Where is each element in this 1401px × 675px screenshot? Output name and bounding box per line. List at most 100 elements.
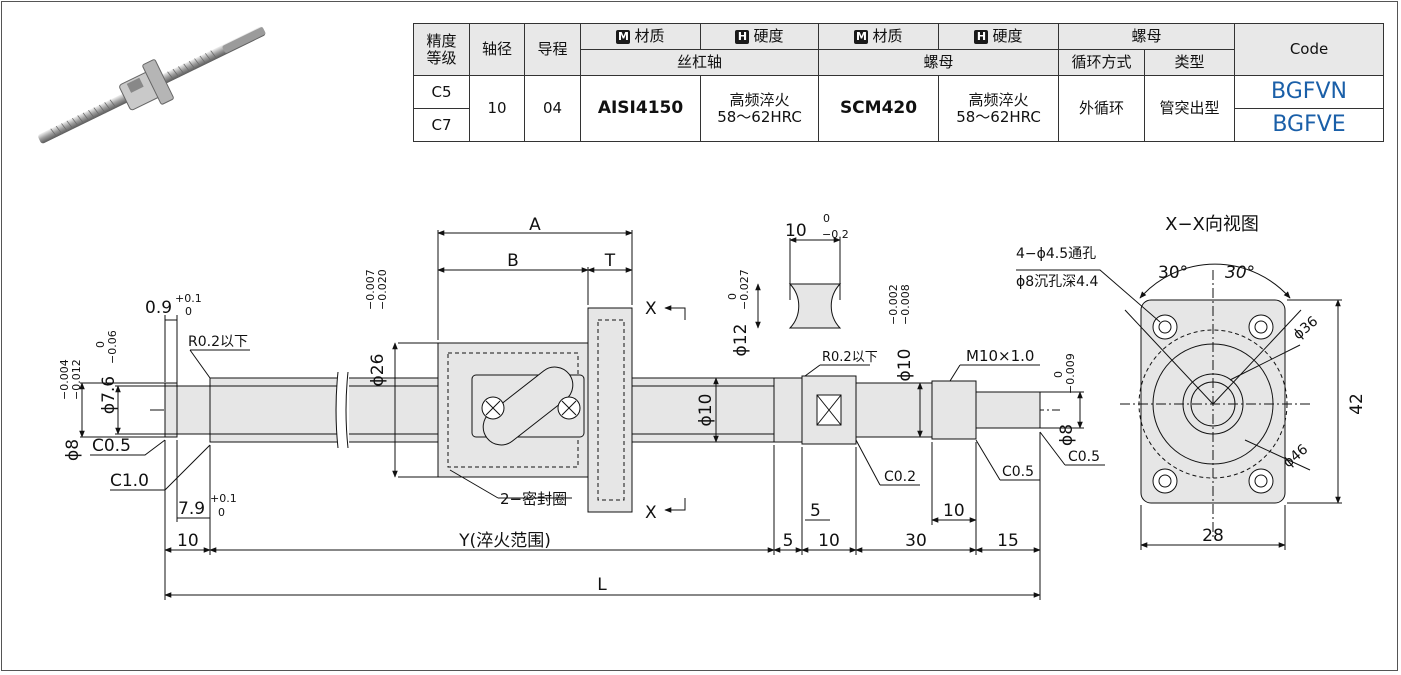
ball-screw-photo <box>38 26 266 144</box>
code-link-bgfve[interactable]: BGFVE <box>1234 108 1385 142</box>
cell-nut-material: SCM420 <box>818 75 939 142</box>
journal-30 <box>855 382 933 438</box>
label-b: B <box>507 251 519 271</box>
leader-c10 <box>110 444 211 491</box>
bolt-hole-inner <box>1254 474 1268 488</box>
label-r02b: R0.2以下 <box>822 350 878 365</box>
leader-c05 <box>90 439 166 456</box>
header-hardness-label: 硬度 <box>992 27 1023 46</box>
label-d26-tol-top: −0.007 <box>364 269 377 310</box>
header-type: 类型 <box>1143 49 1236 76</box>
cell-type: 管突出型 <box>1143 75 1236 142</box>
angle-line <box>1212 309 1302 405</box>
angle-line <box>1124 309 1214 405</box>
label-holes-1: 4−ϕ4.5通孔 <box>1016 246 1096 262</box>
header-circulation: 循环方式 <box>1058 49 1145 76</box>
header-shaft-dia: 轴径 <box>469 23 525 76</box>
cell-shaft-material: AISI4150 <box>580 75 701 142</box>
cell-c5: C5 <box>413 75 470 109</box>
header-nut: 螺母 <box>1057 23 1236 50</box>
shaft-hardness-line2: 58～62HRC <box>717 107 802 126</box>
header-hardness-label: 硬度 <box>753 27 784 46</box>
flat-cross <box>816 394 842 426</box>
header-screw-shaft: 丝杠轴 <box>580 49 819 76</box>
shaft-hardness-line1: 高频淬火 <box>729 90 790 109</box>
label-m10: M10×1.0 <box>966 347 1034 365</box>
cell-dia: 10 <box>469 75 525 142</box>
leader-c02 <box>855 439 920 486</box>
leader-r02 <box>189 349 250 379</box>
label-09: 0.9 <box>145 298 172 318</box>
label-5: 5 <box>783 531 794 551</box>
label-d10-tol-bot: −0.008 <box>899 284 912 325</box>
leader-c05b <box>975 439 1040 481</box>
leader-m10 <box>949 364 1040 382</box>
label-10b: 10 <box>818 531 840 551</box>
nut-flange <box>587 307 633 513</box>
header-nut-group: 螺母 <box>818 49 1059 76</box>
label-c05: C0.5 <box>92 436 131 456</box>
nut-hidden-line <box>447 352 579 468</box>
label-a: A <box>529 215 541 235</box>
label-c10: C1.0 <box>110 471 149 491</box>
header-material-label: 材质 <box>634 27 665 46</box>
label-d26-tol-bot: −0.020 <box>376 269 389 310</box>
label-30deg-right: 30° <box>1225 263 1255 283</box>
nut-hardness-line1: 高频淬火 <box>968 90 1029 109</box>
bolt-hole-inner <box>1254 320 1268 334</box>
label-42: 42 <box>1347 393 1367 415</box>
flat-section <box>788 283 842 329</box>
label-79-tol-bot: 0 <box>218 506 225 519</box>
label-c05c: C0.5 <box>1068 449 1100 465</box>
bolt-hole-inner <box>1158 320 1172 334</box>
technical-drawing: A B T X X ϕ26 −0.007 −0.020 0.9 +0.1 0 R… <box>58 212 1367 600</box>
m-badge-icon: M <box>854 30 869 45</box>
code-link-bgfvn[interactable]: BGFVN <box>1234 75 1385 109</box>
label-d76: ϕ7.6 <box>99 376 119 414</box>
label-15: 15 <box>997 531 1019 551</box>
label-c05b: C0.5 <box>1002 464 1034 480</box>
label-x-bottom: X <box>645 503 657 523</box>
label-r02: R0.2以下 <box>188 334 248 350</box>
header-lead: 导程 <box>524 23 581 76</box>
label-d76-tol-bot: −0.06 <box>106 330 119 364</box>
label-holes-2: ϕ8沉孔深4.4 <box>1016 274 1098 290</box>
label-d8-tol-top: −0.004 <box>58 359 71 400</box>
label-30deg-left: 30° <box>1158 263 1188 283</box>
label-d8r-tol-top: 0 <box>1052 371 1065 378</box>
header-code: Code <box>1234 23 1385 76</box>
flange-hidden-line <box>597 319 625 501</box>
label-09-tol-top: +0.1 <box>175 292 202 305</box>
nut-hardness-line2: 58～62HRC <box>956 107 1041 126</box>
leader-holes <box>1016 269 1161 323</box>
leader-r02b <box>804 364 870 377</box>
label-d12-tol-bot: −0.027 <box>738 269 751 310</box>
angle-arc <box>1139 263 1291 299</box>
label-d36: ϕ36 <box>1290 313 1321 343</box>
label-flat: 10 <box>785 221 807 241</box>
header-material-label: 材质 <box>872 27 903 46</box>
label-t: T <box>604 251 616 271</box>
label-d10-blue: ϕ10 <box>696 394 716 427</box>
leader-c05c <box>1039 431 1105 466</box>
label-d8r: ϕ8 <box>1057 424 1077 446</box>
label-d8-tol-bot: −0.012 <box>70 359 83 400</box>
left-step <box>164 382 178 438</box>
label-79: 7.9 <box>178 499 205 519</box>
label-d8r-tol-bot: −0.009 <box>1064 353 1077 394</box>
section-arrow-bottom <box>664 498 686 513</box>
header-precision: 精度 等级 <box>413 23 470 76</box>
label-d10-tol-top: −0.002 <box>887 284 900 325</box>
label-d12-tol-top: 0 <box>726 293 739 300</box>
label-x-top: X <box>645 299 657 319</box>
label-30: 30 <box>905 531 927 551</box>
label-10a: 10 <box>943 501 965 521</box>
flange-end-view <box>1016 263 1342 550</box>
break-mark <box>335 371 349 449</box>
